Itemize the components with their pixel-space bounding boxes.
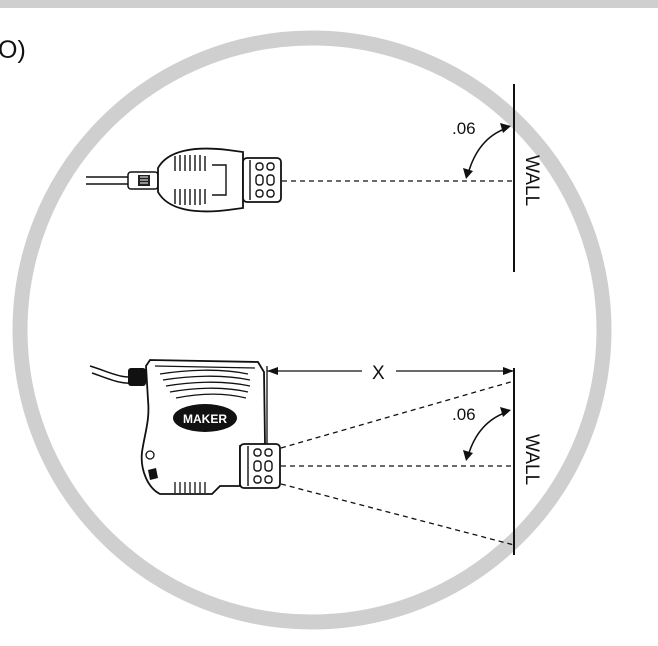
circle-frame: [12, 30, 612, 630]
partial-heading-text: O): [0, 36, 26, 64]
top-lens-housing: [242, 157, 282, 203]
top-border-bar: [0, 0, 658, 8]
side-lens-housing: [239, 443, 281, 489]
top-angle-label: .06: [452, 119, 476, 138]
top-angle-arc: [467, 127, 508, 175]
side-logo-text: MAKER: [183, 412, 227, 426]
side-view: MAKER: [89, 359, 542, 555]
side-angle-label: .06: [452, 405, 476, 424]
top-cable: [86, 176, 130, 185]
top-view: WALL .06: [86, 84, 542, 272]
side-laser-fan: [280, 380, 515, 546]
side-top-vents: [154, 365, 256, 399]
side-bottom-grip: [174, 482, 206, 493]
distance-label: X: [372, 363, 385, 384]
top-grip-vents: [174, 155, 227, 205]
top-wall-label: WALL: [521, 155, 542, 206]
side-wall-label: WALL: [521, 434, 542, 485]
side-logo: MAKER: [173, 404, 237, 432]
